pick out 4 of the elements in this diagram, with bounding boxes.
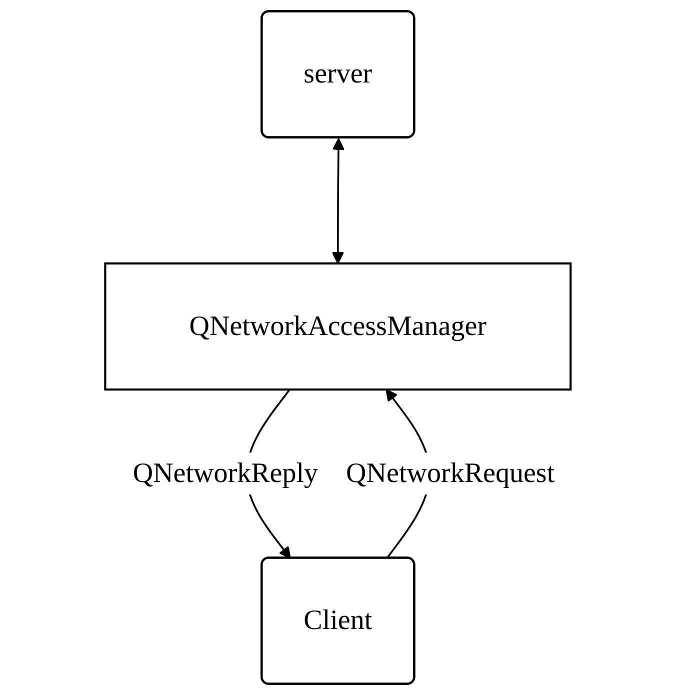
node-box: QNetworkAccessManager bbox=[104, 262, 572, 391]
edge-label: QNetworkReply bbox=[132, 458, 318, 490]
arrow bbox=[332, 138, 345, 264]
edge-label: QNetworkRequest bbox=[346, 458, 555, 490]
